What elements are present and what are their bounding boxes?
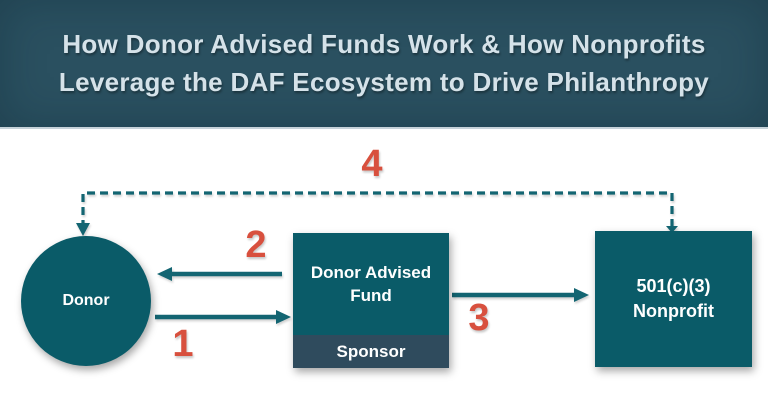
daf-label: Donor Advised Fund <box>293 233 449 335</box>
dashed-elbow-line <box>81 191 674 227</box>
arrow-step2-daf-to-donor <box>157 267 282 281</box>
nonprofit-node: 501(c)(3) Nonprofit <box>595 231 752 367</box>
sponsor-band: Sponsor <box>293 335 449 368</box>
step-number-2: 2 <box>245 224 267 266</box>
daf-label-line-2: Fund <box>350 286 392 305</box>
daf-label-line-1: Donor Advised <box>310 263 432 282</box>
arrowhead-right <box>276 310 291 324</box>
step-number-4: 4 <box>361 143 383 185</box>
arrowhead-right <box>574 288 589 302</box>
page-title-line-1: How Donor Advised Funds Work & How Nonpr… <box>62 29 706 59</box>
arrowhead-down-into-donor <box>76 223 90 236</box>
arrow-step4-nonprofit-to-donor <box>76 191 678 236</box>
nonprofit-label-line-2: Nonprofit <box>633 301 714 321</box>
arrow-step1-donor-to-daf <box>155 310 291 324</box>
arrowhead-left <box>157 267 172 281</box>
step-number-1: 1 <box>172 323 194 365</box>
header-banner: How Donor Advised Funds Work & How Nonpr… <box>0 0 768 129</box>
arrow-step3-daf-to-nonprofit <box>452 288 589 302</box>
donor-label: Donor <box>62 292 110 309</box>
daf-node: Donor Advised Fund Sponsor <box>293 233 449 368</box>
nonprofit-label-line-1: 501(c)(3) <box>636 276 711 296</box>
arrowhead-down-into-nonprofit <box>666 226 678 233</box>
step-number-3: 3 <box>468 297 490 339</box>
donor-node: Donor <box>21 236 151 366</box>
page-title-line-2: Leverage the DAF Ecosystem to Drive Phil… <box>58 67 710 97</box>
flow-arrows-layer <box>76 191 678 324</box>
sponsor-label: Sponsor <box>336 341 406 361</box>
